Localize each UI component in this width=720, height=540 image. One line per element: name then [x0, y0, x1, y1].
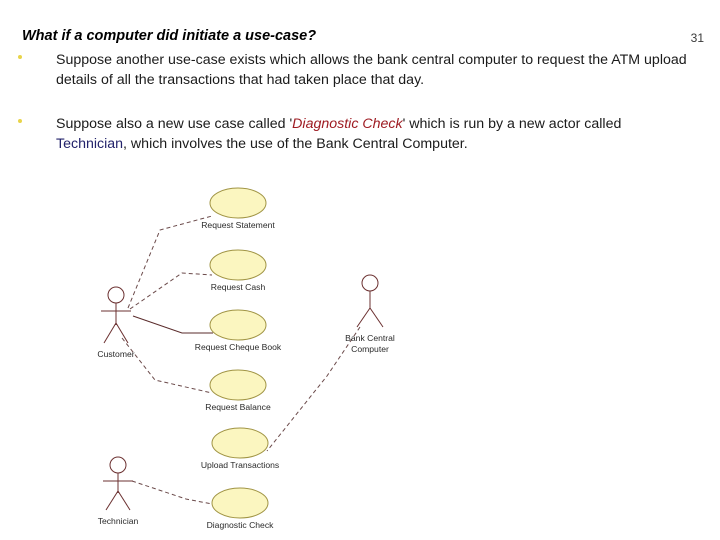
- page-title: What if a computer did initiate a use-ca…: [22, 28, 317, 44]
- actor-technician[interactable]: Technician: [98, 456, 139, 526]
- use-case-label: Diagnostic Check: [207, 520, 275, 530]
- assoc-technician-diagnostic-check: [131, 480, 213, 505]
- actor-leg-right-icon: [117, 490, 131, 511]
- actor-label-line1: Bank Central: [345, 333, 395, 343]
- actor-label-line2: Computer: [351, 344, 389, 354]
- emphasis-technician: Technician: [56, 136, 124, 152]
- assoc-customer-request-cheque-book: [132, 315, 213, 334]
- actor-head-icon: [361, 274, 379, 292]
- assoc-customer-request-cash: [129, 272, 213, 310]
- actor-head-icon: [107, 286, 125, 304]
- actor-head-icon: [109, 456, 127, 474]
- actor-bank-central-computer[interactable]: Bank Central Computer: [345, 274, 395, 354]
- bullet-item-2: Suppose also a new use case called 'Diag…: [18, 114, 690, 154]
- actor-leg-right-icon: [369, 307, 384, 328]
- actor-customer[interactable]: Customer: [97, 286, 135, 359]
- actor-label: Customer: [97, 349, 134, 359]
- actor-leg-left-icon: [103, 322, 117, 344]
- actor-leg-left-icon: [356, 307, 371, 328]
- use-case-diagnostic-check[interactable]: Diagnostic Check: [207, 487, 275, 530]
- use-case-label: Request Statement: [201, 220, 275, 230]
- actor-leg-right-icon: [115, 322, 129, 344]
- bullet-2-text: Suppose also a new use case called 'Diag…: [56, 114, 690, 154]
- use-case-diagram: Request Statement Request Cash Request C…: [0, 175, 460, 535]
- bullet-2-middle: ' which is run by a new actor called: [402, 116, 622, 132]
- use-case-label: Request Balance: [205, 402, 271, 412]
- page-number: 31: [690, 31, 704, 45]
- emphasis-diagnostic-check: Diagnostic Check: [292, 116, 403, 132]
- bullet-item-1: Suppose another use-case exists which al…: [18, 50, 690, 90]
- assoc-customer-request-statement: [127, 215, 213, 309]
- bullet-dot-icon: [18, 119, 22, 123]
- use-case-request-cheque-book[interactable]: Request Cheque Book: [195, 309, 282, 352]
- bullet-1-text: Suppose another use-case exists which al…: [56, 52, 687, 88]
- use-case-label: Request Cash: [211, 282, 266, 292]
- bullet-dot-icon: [18, 55, 22, 59]
- use-case-request-statement[interactable]: Request Statement: [201, 187, 275, 230]
- assoc-bank-central-computer-upload-transactions: [266, 326, 361, 452]
- bullet-2-suffix: , which involves the use of the Bank Cen…: [123, 136, 468, 152]
- actor-label: Technician: [98, 516, 139, 526]
- use-case-label: Request Cheque Book: [195, 342, 282, 352]
- bullet-2-prefix: Suppose also a new use case called ': [56, 116, 293, 132]
- actor-leg-left-icon: [105, 490, 119, 511]
- use-case-request-cash[interactable]: Request Cash: [209, 249, 267, 292]
- use-case-upload-transactions[interactable]: Upload Transactions: [201, 427, 279, 470]
- assoc-customer-request-balance: [121, 337, 213, 394]
- use-case-request-balance[interactable]: Request Balance: [205, 369, 271, 412]
- use-case-label: Upload Transactions: [201, 460, 279, 470]
